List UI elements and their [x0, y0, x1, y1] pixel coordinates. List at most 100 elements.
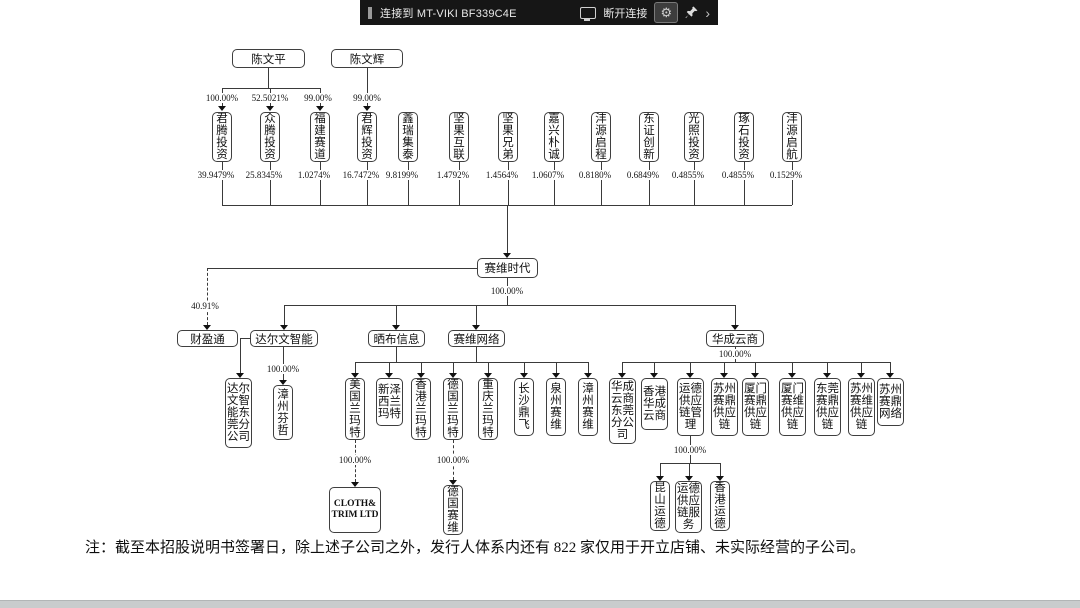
ownership-percentage-label: 16.7472%: [341, 170, 381, 180]
connector-line: [207, 268, 477, 269]
arrowhead-down-icon: [685, 476, 693, 481]
box-xinrui-jitai: 鑫瑞集泰: [398, 112, 418, 162]
connector-line: [507, 205, 508, 253]
box-xiamen-saiding-gyl: 厦门赛鼎供应链: [742, 378, 769, 436]
box-quanzhou-saiwei: 泉州赛维: [546, 378, 566, 436]
box-shaibu-xinxi: 晒布信息: [368, 330, 425, 347]
ownership-percentage-label: 1.0607%: [530, 170, 566, 180]
box-zhangzhou-fenzhe: 漳州芬哲: [273, 385, 293, 440]
arrowhead-down-icon: [788, 373, 796, 378]
box-xianggang-huacheng: 香港华成云商: [641, 378, 668, 430]
arrowhead-down-icon: [656, 476, 664, 481]
connector-line: [367, 68, 368, 107]
chevron-right-icon[interactable]: ›: [705, 4, 710, 21]
box-xianggang-lanmate: 香港兰玛特: [411, 378, 431, 440]
connector-line: [827, 362, 828, 373]
connector-line: [389, 362, 390, 373]
box-jianguo-xiongdi: 坚果兄弟: [498, 112, 518, 162]
box-zhangzhou-saiwei: 漳州赛维: [578, 378, 598, 436]
arrowhead-down-icon: [823, 373, 831, 378]
connector-line: [720, 463, 721, 476]
box-cloth-trim-ltd: CLOTH& TRIM LTD: [329, 487, 381, 533]
box-suzhou-saiwei-gyl: 苏州赛维供应链: [848, 378, 875, 436]
connector-line: [622, 362, 890, 363]
arrowhead-down-icon: [351, 482, 359, 487]
arrowhead-down-icon: [316, 106, 324, 111]
connector-line: [488, 362, 489, 373]
box-junteng-touzi: 君腾投资: [212, 112, 232, 162]
ownership-percentage-label: 100.00%: [717, 349, 753, 359]
ownership-percentage-label: 40.91%: [190, 301, 220, 311]
arrowhead-down-icon: [363, 106, 371, 111]
drag-handle-icon[interactable]: [368, 6, 372, 19]
connector-line: [649, 162, 650, 205]
arrowhead-down-icon: [279, 380, 287, 385]
arrowhead-down-icon: [686, 373, 694, 378]
ownership-percentage-label: 100.00%: [672, 445, 708, 455]
disconnect-button[interactable]: 断开连接: [603, 7, 648, 20]
connector-line: [660, 463, 661, 476]
connector-line: [660, 463, 720, 464]
box-fengyuan-qicheng: 沣源启程: [591, 112, 611, 162]
ownership-percentage-label: 0.4855%: [720, 170, 756, 180]
ownership-percentage-label: 25.8345%: [244, 170, 284, 180]
box-zhongteng-touzi: 众腾投资: [260, 112, 280, 162]
arrowhead-down-icon: [351, 373, 359, 378]
connector-line: [554, 162, 555, 205]
arrowhead-down-icon: [584, 373, 592, 378]
box-dongguan-saiding-gyl: 东莞赛鼎供应链: [814, 378, 841, 436]
connector-line: [622, 362, 623, 373]
pin-button[interactable]: [685, 6, 698, 19]
connector-line: [396, 347, 397, 362]
box-yunde-gongyinglian-guanli: 运德供应链管理: [677, 378, 704, 436]
connector-line: [476, 347, 477, 362]
box-yunde-gyl-fuwu: 运德供应链服务: [675, 481, 702, 533]
ownership-percentage-label: 100.00%: [204, 93, 240, 103]
connector-line: [792, 362, 793, 373]
connector-line: [355, 362, 588, 363]
arrowhead-down-icon: [618, 373, 626, 378]
box-suzhou-saiding-wangluo: 苏州赛鼎网络: [877, 378, 904, 426]
arrowhead-down-icon: [236, 373, 244, 378]
ownership-percentage-label: 0.6849%: [625, 170, 661, 180]
connector-line: [268, 68, 269, 88]
arrowhead-down-icon: [552, 373, 560, 378]
window-bottom-edge: [0, 600, 1080, 608]
arrowhead-down-icon: [385, 373, 393, 378]
ownership-percentage-label: 39.9479%: [196, 170, 236, 180]
box-changsha-dingfei: 长沙鼎飞: [514, 378, 534, 436]
ownership-percentage-label: 99.00%: [303, 93, 333, 103]
arrowhead-down-icon: [503, 253, 511, 258]
box-deguo-saiwei: 德国赛维: [443, 485, 463, 535]
box-saiwei-wangluo: 赛维网络: [448, 330, 505, 347]
box-suzhou-saiding-gyl: 苏州赛鼎供应链: [711, 378, 738, 436]
arrowhead-down-icon: [650, 373, 658, 378]
box-guangzhao-touzi: 光照投资: [684, 112, 704, 162]
connector-line: [508, 162, 509, 205]
connector-line: [453, 362, 454, 373]
connector-line: [355, 362, 356, 373]
box-fujian-saidao: 福建赛道: [310, 112, 330, 162]
gear-icon: ⚙: [660, 4, 673, 20]
connector-line: [222, 88, 320, 89]
box-jianguo-hulian: 坚果互联: [449, 112, 469, 162]
ownership-percentage-label: 1.0274%: [296, 170, 332, 180]
pin-icon: [685, 6, 698, 19]
connector-line: [396, 305, 397, 325]
arrowhead-down-icon: [417, 373, 425, 378]
ownership-percentage-label: 0.4855%: [670, 170, 706, 180]
box-xiamen-saiwei-gyl: 厦门赛维供应链: [779, 378, 806, 436]
box-fengyuan-qihang: 沣源启航: [782, 112, 802, 162]
ownership-percentage-label: 9.8199%: [384, 170, 420, 180]
box-darwin-dongguan-branch: 达尔文智能东莞分公司: [225, 378, 252, 448]
connector-line: [284, 305, 735, 306]
box-junhui-touzi: 君辉投资: [357, 112, 377, 162]
settings-button[interactable]: ⚙: [654, 2, 679, 23]
box-caiyingtong: 财盈通: [177, 330, 238, 347]
arrowhead-down-icon: [266, 106, 274, 111]
connector-line: [755, 362, 756, 373]
ownership-percentage-label: 0.8180%: [577, 170, 613, 180]
arrowhead-down-icon: [520, 373, 528, 378]
connector-line: [367, 162, 368, 205]
box-chen-wenping: 陈文平: [232, 49, 305, 68]
